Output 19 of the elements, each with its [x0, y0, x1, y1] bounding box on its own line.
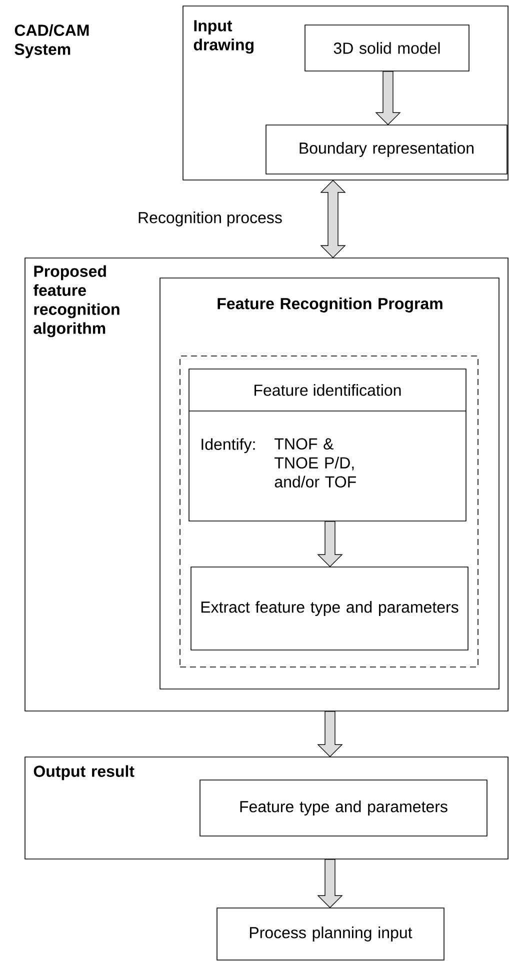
system-label: CAD/CAM System	[14, 24, 89, 58]
item-list: TNOF & TNOE P/D, and/or TOF	[274, 438, 356, 488]
group-heading: Input drawing	[194, 20, 254, 54]
process-box: Boundary representation	[266, 124, 508, 174]
box-title: Feature identification	[254, 384, 401, 396]
block-arrow	[375, 71, 401, 126]
process-box: Feature type and parameters	[200, 780, 488, 836]
edge-label: Recognition process	[138, 212, 282, 226]
process-box: Extract feature type and parameters	[190, 566, 468, 650]
block-arrow	[317, 859, 343, 908]
group-heading: Feature Recognition Program	[218, 298, 442, 312]
group-heading: Proposed feature recognition algorithm	[33, 265, 120, 338]
dashed-frame	[180, 356, 478, 668]
identify-label: Identify:	[202, 438, 255, 454]
process-box: Process planning input	[216, 908, 444, 960]
group-heading: Output result	[34, 765, 134, 780]
block-arrow	[317, 711, 343, 758]
process-box: 3D solid model	[304, 24, 470, 72]
block-arrow	[317, 521, 343, 568]
